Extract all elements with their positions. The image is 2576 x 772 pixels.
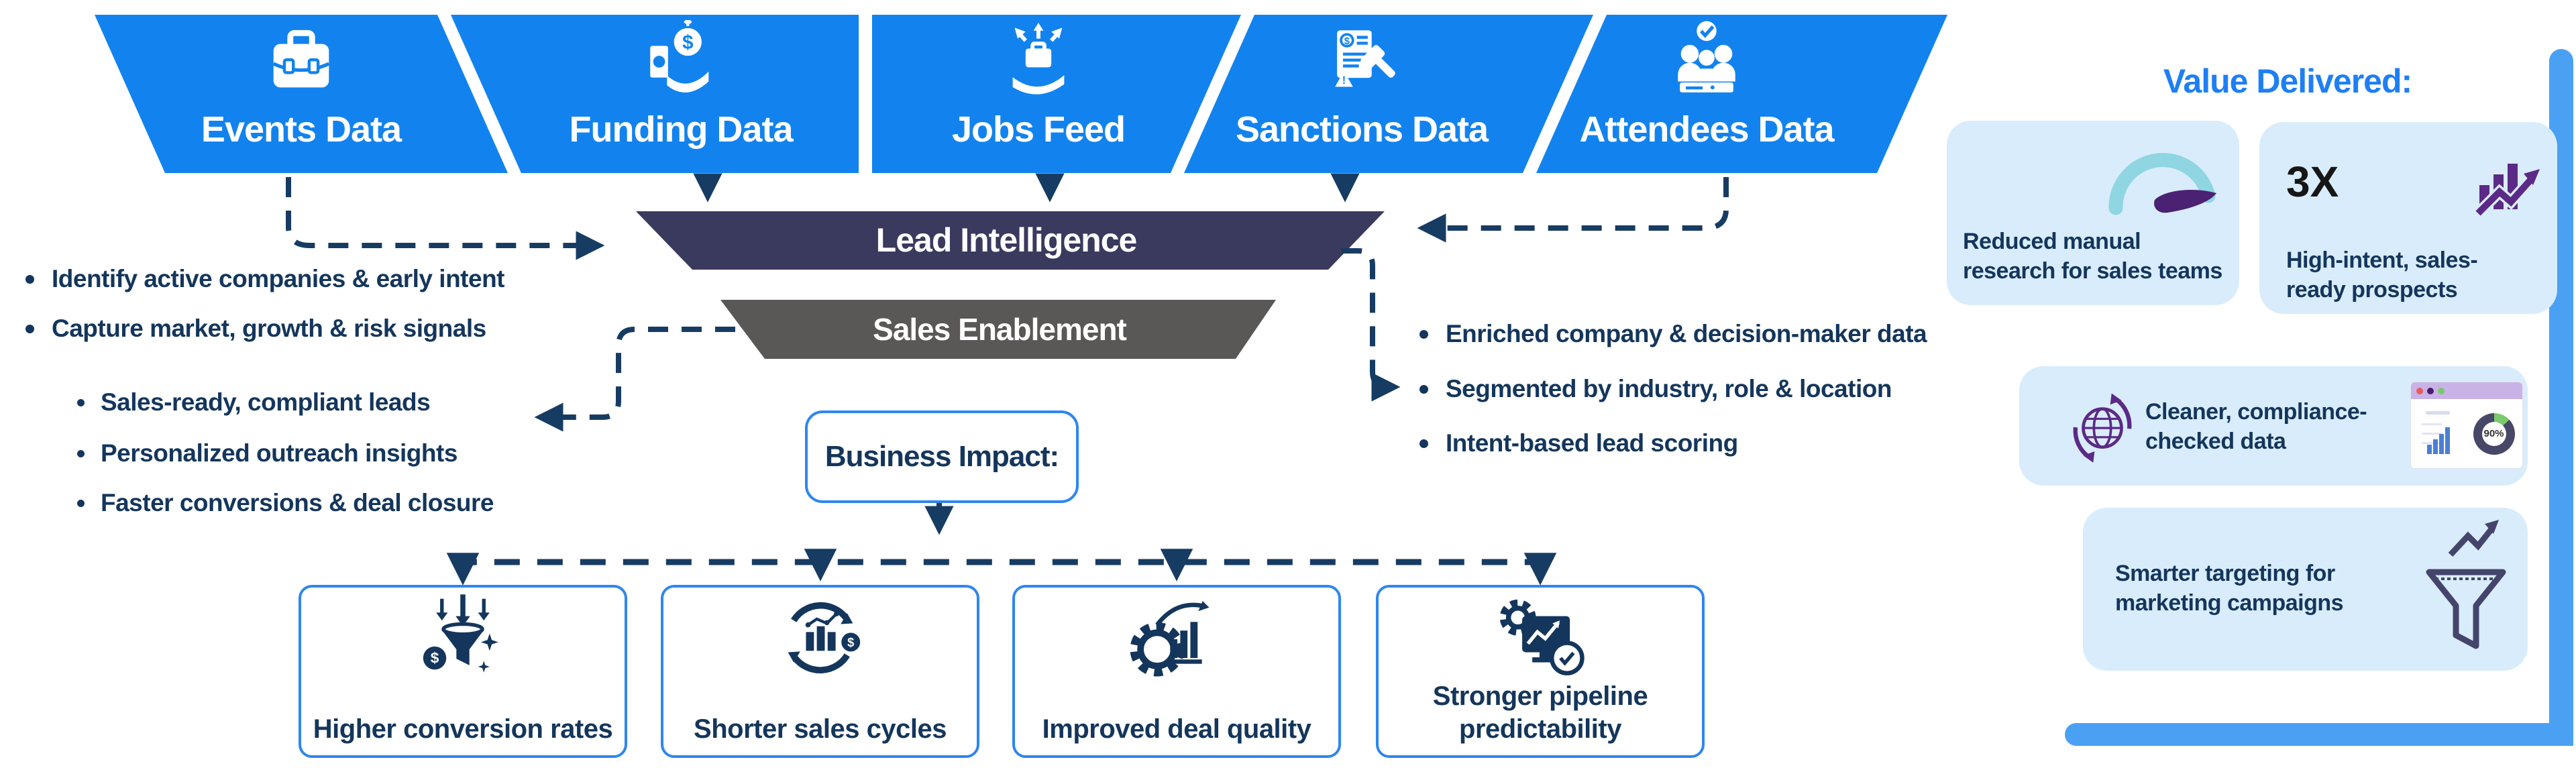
3x-badge: 3X xyxy=(2286,158,2339,206)
browser-dot-red xyxy=(2416,387,2423,394)
growth-chart-icon xyxy=(2473,149,2546,225)
impact-distribution-line xyxy=(446,553,1557,586)
svg-text:$: $ xyxy=(847,635,854,649)
bullet-dot xyxy=(77,398,85,406)
arrow-attendees-to-lead xyxy=(1417,177,1729,243)
impact-box-cycles: $ Shorter sales cycles xyxy=(661,585,979,758)
arrow-sales-to-left-bullets xyxy=(534,327,735,432)
banner-label-sanctions: Sanctions Data xyxy=(1235,109,1489,150)
impact-box-pipeline: Stronger pipeline predictability xyxy=(1376,585,1705,758)
right-bullet-3: Intent-based lead scoring xyxy=(1419,429,1738,457)
value-card-text: Smarter targeting for marketing campaign… xyxy=(2115,561,2344,616)
donut-chart: 90% xyxy=(2473,412,2515,455)
donut-value: 90% xyxy=(2481,421,2506,446)
impact-box-label: Improved deal quality xyxy=(1042,714,1311,744)
attendees-group-icon xyxy=(1667,20,1746,107)
value-card-targeting: Smarter targeting for marketing campaign… xyxy=(2083,508,2528,671)
business-impact-label: Business Impact: xyxy=(824,440,1059,473)
mini-bar-chart-icon xyxy=(2421,410,2450,454)
svg-text:$: $ xyxy=(1344,36,1350,47)
bullet-text: Sales-ready, compliant leads xyxy=(101,388,431,416)
bullet-text: Identify active companies & early intent xyxy=(52,265,505,292)
arrow-events-to-lead xyxy=(286,177,605,260)
globe-sync-icon xyxy=(2063,388,2141,469)
right-bullet-1: Enriched company & decision-maker data xyxy=(1419,320,1927,348)
impact-box-label: Shorter sales cycles xyxy=(694,714,947,744)
left-sub-bullet-3: Faster conversions & deal closure xyxy=(77,489,494,517)
value-delivered-title: Value Delivered: xyxy=(2163,62,2412,100)
pipeline-forecast-icon xyxy=(1379,592,1702,685)
targeting-funnel-icon xyxy=(2417,517,2518,665)
left-bullet-1: Identify active companies & early intent xyxy=(25,265,505,293)
left-sub-bullet-2: Personalized outreach insights xyxy=(77,439,458,467)
bullet-dot xyxy=(1419,329,1428,339)
sales-cycle-icon: $ xyxy=(663,592,977,685)
money-hand-icon: $ xyxy=(641,16,720,107)
value-card-compliance: Cleaner, compliance-checked data xyxy=(2019,366,2528,486)
bullet-text: Capture market, growth & risk signals xyxy=(52,315,486,342)
bullet-text: Personalized outreach insights xyxy=(101,439,458,467)
conversion-funnel-icon: $ xyxy=(301,592,625,685)
bullet-dot xyxy=(77,499,85,507)
deal-quality-gear-icon xyxy=(1015,592,1338,685)
bullet-dot xyxy=(1419,439,1428,448)
impact-box-label: Stronger pipeline predictability xyxy=(1432,681,1648,744)
browser-window-widget: 90% xyxy=(2411,382,2522,468)
value-card-text: High-intent, sales-ready prospects xyxy=(2286,247,2478,302)
value-card-prospects: 3X High-intent, sales-ready prospects xyxy=(2259,122,2557,314)
bullet-text: Segmented by industry, role & location xyxy=(1446,375,1892,402)
business-impact-box: Business Impact: xyxy=(805,410,1079,503)
left-sub-bullet-1: Sales-ready, compliant leads xyxy=(77,388,431,417)
lead-intelligence-label: Lead Intelligence xyxy=(875,221,1138,259)
briefcase-icon xyxy=(262,24,341,107)
browser-titlebar xyxy=(2411,382,2522,399)
svg-text:$: $ xyxy=(682,32,693,54)
impact-box-conversion: $ Higher conversion rates xyxy=(299,585,627,758)
banner-label-jobs: Jobs Feed xyxy=(951,109,1126,150)
jobs-hand-icon xyxy=(999,21,1078,107)
bullet-dot xyxy=(25,324,34,333)
bullet-text: Faster conversions & deal closure xyxy=(101,489,494,516)
right-bullet-2: Segmented by industry, role & location xyxy=(1419,375,1892,403)
banner-label-attendees: Attendees Data xyxy=(1579,109,1834,150)
svg-text:$: $ xyxy=(431,650,439,667)
browser-body: 90% xyxy=(2411,399,2522,468)
sales-enablement-label: Sales Enablement xyxy=(873,312,1127,347)
bullet-dot xyxy=(25,274,34,284)
sanctions-gavel-icon: $ ! xyxy=(1322,21,1401,104)
bullet-text: Enriched company & decision-maker data xyxy=(1446,320,1927,347)
value-card-research: Reduced manual research for sales teams xyxy=(1947,121,2239,305)
bullet-dot xyxy=(1419,384,1428,394)
speedometer-icon xyxy=(2093,129,2231,229)
arrow-lead-to-right-bullets xyxy=(1342,248,1401,402)
svg-text:!: ! xyxy=(1342,74,1346,87)
bottom-accent-bar xyxy=(2065,723,2573,746)
browser-dot-green xyxy=(2438,387,2445,394)
bullet-dot xyxy=(77,449,85,457)
browser-dot-purple xyxy=(2427,387,2434,394)
bullet-text: Intent-based lead scoring xyxy=(1446,429,1738,457)
impact-box-quality: Improved deal quality xyxy=(1012,585,1341,758)
value-card-text: Reduced manual research for sales teams xyxy=(1963,229,2222,284)
banner-label-funding: Funding Data xyxy=(569,109,794,150)
value-card-text: Cleaner, compliance-checked data xyxy=(2145,399,2367,454)
left-bullet-2: Capture market, growth & risk signals xyxy=(25,315,486,343)
banner-label-events: Events Data xyxy=(201,109,402,150)
impact-box-label: Higher conversion rates xyxy=(313,714,613,744)
